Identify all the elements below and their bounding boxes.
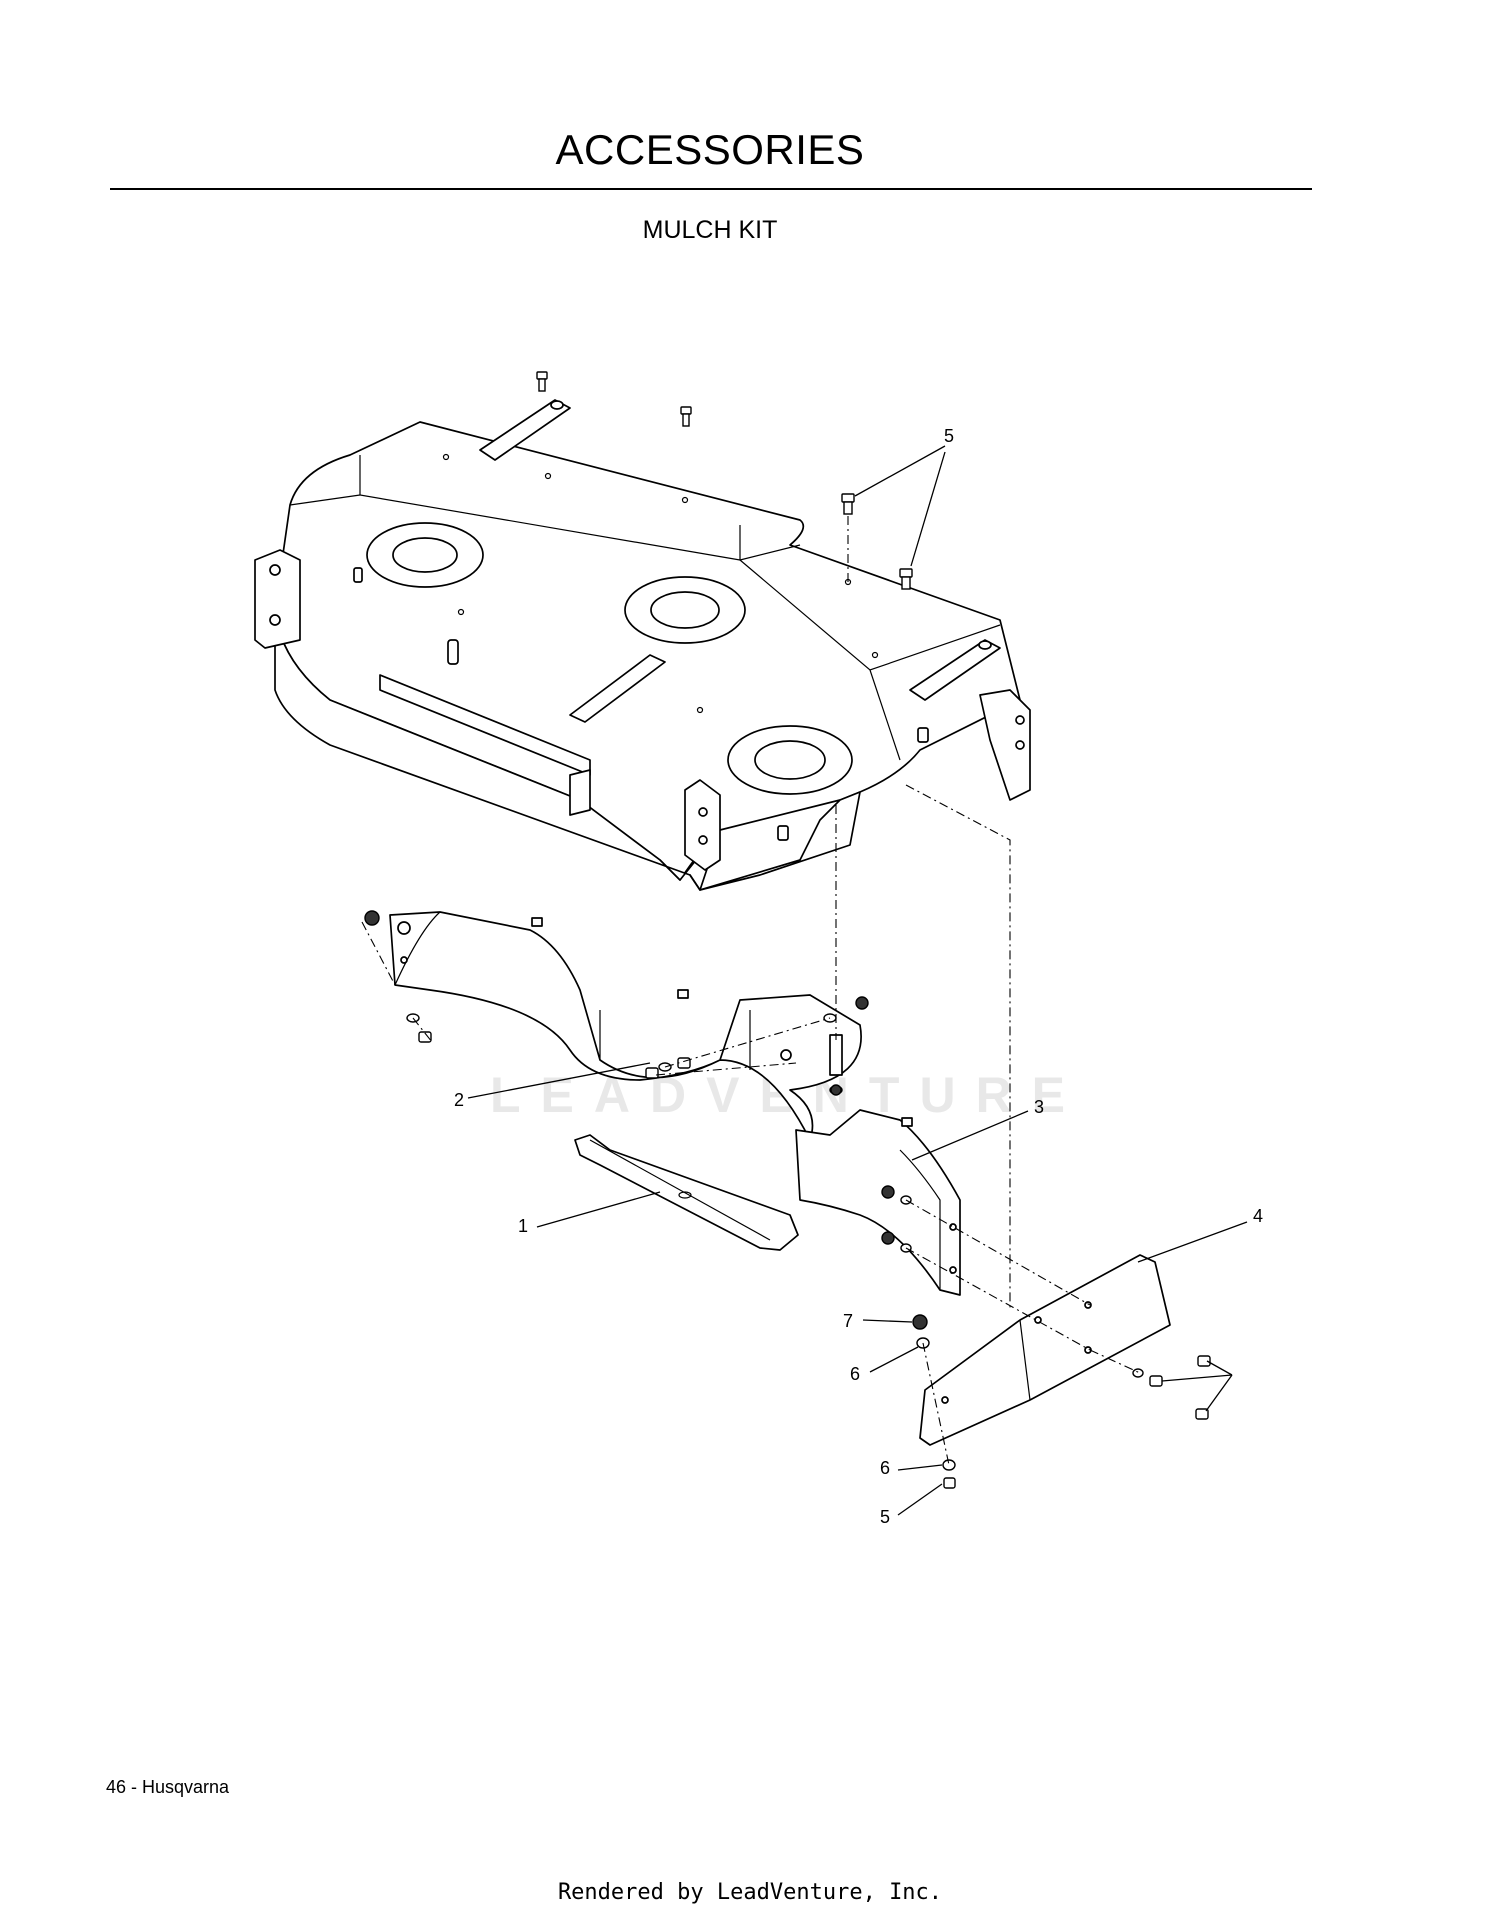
baffle-nut: [881, 1231, 895, 1245]
callout-5-top: 5: [944, 426, 954, 446]
flange-nut-7: [912, 1314, 928, 1330]
rendered-by-footer: Rendered by LeadVenture, Inc.: [557, 1880, 943, 1905]
baffle-bolt: [645, 1067, 659, 1079]
front-hanger-bracket: [479, 399, 571, 461]
mulch-baffle-3: [795, 1034, 961, 1296]
baffle-nut: [364, 910, 380, 926]
mower-deck: [254, 399, 1031, 891]
baffle-tab: [829, 1034, 843, 1076]
plate-bolt: [1149, 1375, 1163, 1387]
callout-5-bottom: 5: [880, 1507, 890, 1527]
spindle-hole-right: [727, 725, 853, 795]
plate-washer: [1132, 1368, 1144, 1378]
plate-bolt: [1195, 1408, 1209, 1420]
title-divider: [110, 188, 1312, 190]
mulching-blade-1: [574, 1134, 799, 1251]
callout-2: 2: [454, 1090, 464, 1110]
baffle-nut: [881, 1185, 895, 1199]
deck-hanger-bolt: [536, 371, 548, 392]
mounting-bolt-5: [899, 568, 913, 590]
spindle-hole-center: [624, 576, 746, 644]
washer-6: [942, 1459, 956, 1471]
callout-6-lower: 6: [880, 1458, 890, 1478]
deck-baffle-plate: [569, 654, 666, 723]
callout-4: 4: [1253, 1206, 1263, 1226]
callout-1: 1: [518, 1216, 528, 1236]
baffle-nut: [855, 996, 869, 1010]
spindle-hole-left: [366, 522, 484, 588]
discharge-plate-4: [919, 1254, 1171, 1446]
callout-6-upper: 6: [850, 1364, 860, 1384]
plate-bolt: [1197, 1355, 1211, 1367]
baffle-nut: [830, 1084, 842, 1096]
mounting-bolt-5: [841, 493, 855, 515]
left-side-plate: [254, 549, 301, 649]
page-title: ACCESSORIES: [555, 126, 865, 173]
bolt-5: [943, 1477, 956, 1489]
rear-hanger-bracket: [909, 639, 1001, 701]
deck-hanger-bolt: [680, 406, 692, 427]
callout-3: 3: [1034, 1097, 1044, 1117]
baffle-bolt: [677, 1057, 691, 1069]
baffle-bolt: [418, 1031, 432, 1043]
page-subtitle: MULCH KIT: [642, 216, 778, 244]
callout-7: 7: [843, 1311, 853, 1331]
page-number-footer: 46 - Husqvarna: [106, 1777, 230, 1797]
